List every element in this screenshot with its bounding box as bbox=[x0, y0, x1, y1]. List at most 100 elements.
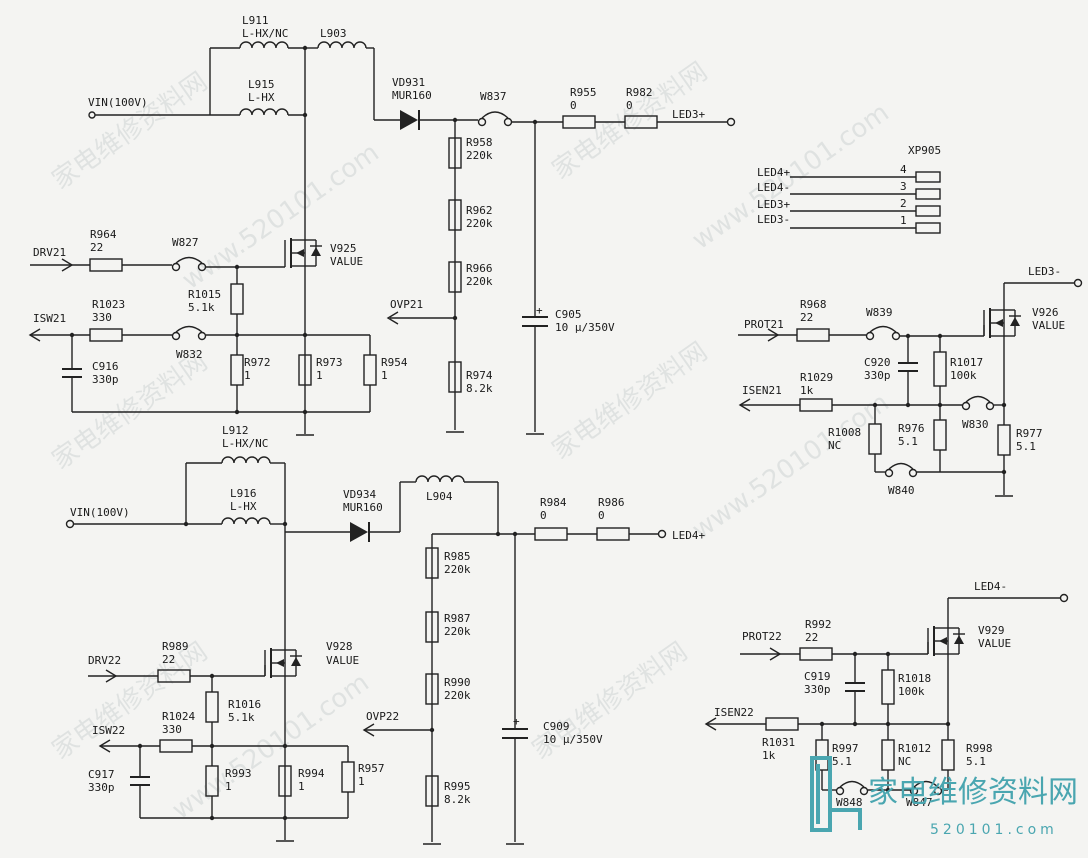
r984-label: R984 bbox=[540, 496, 567, 509]
resistor-r958 bbox=[448, 137, 462, 169]
vd931-value: MUR160 bbox=[392, 89, 432, 102]
jumper-w837 bbox=[481, 111, 509, 119]
v929-value: VALUE bbox=[978, 637, 1011, 650]
led4p-label: LED4+ bbox=[672, 529, 705, 542]
l912-label: L912 bbox=[222, 424, 249, 437]
v925-value: VALUE bbox=[330, 255, 363, 268]
v925-label: V925 bbox=[330, 242, 357, 255]
r962-value: 220k bbox=[466, 217, 493, 230]
r1015-value: 5.1k bbox=[188, 301, 215, 314]
resistor-r976 bbox=[933, 419, 947, 451]
svg-text:4: 4 bbox=[900, 163, 907, 176]
c905-label: C905 bbox=[555, 308, 582, 321]
svg-text:www.520101.com: www.520101.com bbox=[167, 668, 375, 826]
c917-label: C917 bbox=[88, 768, 115, 781]
r993-label: R993 bbox=[225, 767, 252, 780]
jumper-w832 bbox=[175, 325, 203, 333]
ovp22-label: OVP22 bbox=[366, 710, 399, 723]
r1017-label: R1017 bbox=[950, 356, 983, 369]
r995-label: R995 bbox=[444, 780, 471, 793]
led3-minus-circuit: LED3- PROT21 R968 22 W839 bbox=[738, 265, 1083, 497]
resistor-r1029 bbox=[799, 398, 833, 412]
r994-label: R994 bbox=[298, 767, 325, 780]
resistor-r966 bbox=[448, 261, 462, 293]
l915-value: L-HX bbox=[248, 91, 275, 104]
r966-label: R966 bbox=[466, 262, 493, 275]
connector-pin: LED3- 1 bbox=[757, 213, 941, 234]
r958-label: R958 bbox=[466, 136, 493, 149]
c919-value: 330p bbox=[804, 683, 831, 696]
svg-text:www.520101.com: www.520101.com bbox=[687, 388, 895, 546]
r968-label: R968 bbox=[800, 298, 827, 311]
r972-value: 1 bbox=[244, 369, 251, 382]
inductor-l915 bbox=[239, 108, 289, 116]
r977-value: 5.1 bbox=[1016, 440, 1036, 453]
resistor-r957 bbox=[341, 761, 355, 793]
site-logo: 家电维修资料网 520101.com bbox=[810, 756, 1078, 838]
logo-text: 家电维修资料网 bbox=[868, 775, 1078, 810]
r990-value: 220k bbox=[444, 689, 471, 702]
svg-text:家电维修资料网: 家电维修资料网 bbox=[547, 337, 713, 466]
l916-value: L-HX bbox=[230, 500, 257, 513]
r954-label: R954 bbox=[381, 356, 408, 369]
r982-value: 0 bbox=[626, 99, 633, 112]
l915-label: L915 bbox=[248, 78, 275, 91]
r989-label: R989 bbox=[162, 640, 189, 653]
r1029-value: 1k bbox=[800, 384, 814, 397]
r997-label: R997 bbox=[832, 742, 859, 755]
r987-value: 220k bbox=[444, 625, 471, 638]
l912-value: L-HX/NC bbox=[222, 437, 268, 450]
r976-label: R976 bbox=[898, 422, 925, 435]
w830-label: W830 bbox=[962, 418, 989, 431]
c916-value: 330p bbox=[92, 373, 119, 386]
vd931-label: VD931 bbox=[392, 76, 425, 89]
w832-label: W832 bbox=[176, 348, 203, 361]
logo-url: 520101.com bbox=[930, 822, 1058, 838]
svg-text:1: 1 bbox=[900, 214, 907, 227]
r992-label: R992 bbox=[805, 618, 832, 631]
jumper-w827 bbox=[175, 256, 203, 264]
vin-label: VIN(100V) bbox=[88, 96, 148, 109]
r964-label: R964 bbox=[90, 228, 117, 241]
svg-text:家电维修资料网: 家电维修资料网 bbox=[527, 637, 693, 766]
ovp22-arrow bbox=[362, 723, 375, 737]
led3m-terminal bbox=[1073, 278, 1083, 288]
r1029-label: R1029 bbox=[800, 371, 833, 384]
r955-label: R955 bbox=[570, 86, 597, 99]
resistor-r972 bbox=[230, 354, 244, 386]
r974-value: 8.2k bbox=[466, 382, 493, 395]
resistor-r1031 bbox=[765, 717, 799, 731]
prot22-arrow bbox=[769, 647, 782, 661]
v929-label: V929 bbox=[978, 624, 1005, 637]
drv22-arrow bbox=[105, 669, 118, 683]
r986-label: R986 bbox=[598, 496, 625, 509]
resistor-r986 bbox=[596, 527, 630, 541]
r958-value: 220k bbox=[466, 149, 493, 162]
r985-label: R985 bbox=[444, 550, 471, 563]
jumper-w847 bbox=[913, 780, 939, 788]
r986-value: 0 bbox=[598, 509, 605, 522]
r974-label: R974 bbox=[466, 369, 493, 382]
svg-text:LED3-: LED3- bbox=[757, 213, 790, 226]
jumper-w830 bbox=[965, 395, 991, 403]
resistor-r962 bbox=[448, 199, 462, 231]
resistor-r974 bbox=[448, 361, 462, 393]
resistor-r1016 bbox=[205, 691, 219, 723]
jumper-w839 bbox=[869, 325, 897, 333]
jumper-w840 bbox=[888, 462, 914, 470]
ovp21-label: OVP21 bbox=[390, 298, 423, 311]
led4-minus-circuit: LED4- PROT22 R992 22 V929 bbox=[704, 580, 1069, 809]
r957-value: 1 bbox=[358, 775, 365, 788]
resistor-r1012 bbox=[881, 739, 895, 771]
c917-value: 330p bbox=[88, 781, 115, 794]
r973-value: 1 bbox=[316, 369, 323, 382]
w839-label: W839 bbox=[866, 306, 893, 319]
resistor-r998 bbox=[941, 739, 955, 771]
bottom-led4-circuit: VIN(100V) L912 L-HX/NC L916 L-HX VD934 M… bbox=[65, 424, 705, 845]
isw21-label: ISW21 bbox=[33, 312, 66, 325]
diode-vd931 bbox=[400, 110, 418, 130]
mosfet-v928 bbox=[264, 648, 302, 678]
connector-pin: LED4- 3 bbox=[757, 180, 941, 200]
r1008-label: R1008 bbox=[828, 426, 861, 439]
r1018-value: 100k bbox=[898, 685, 925, 698]
